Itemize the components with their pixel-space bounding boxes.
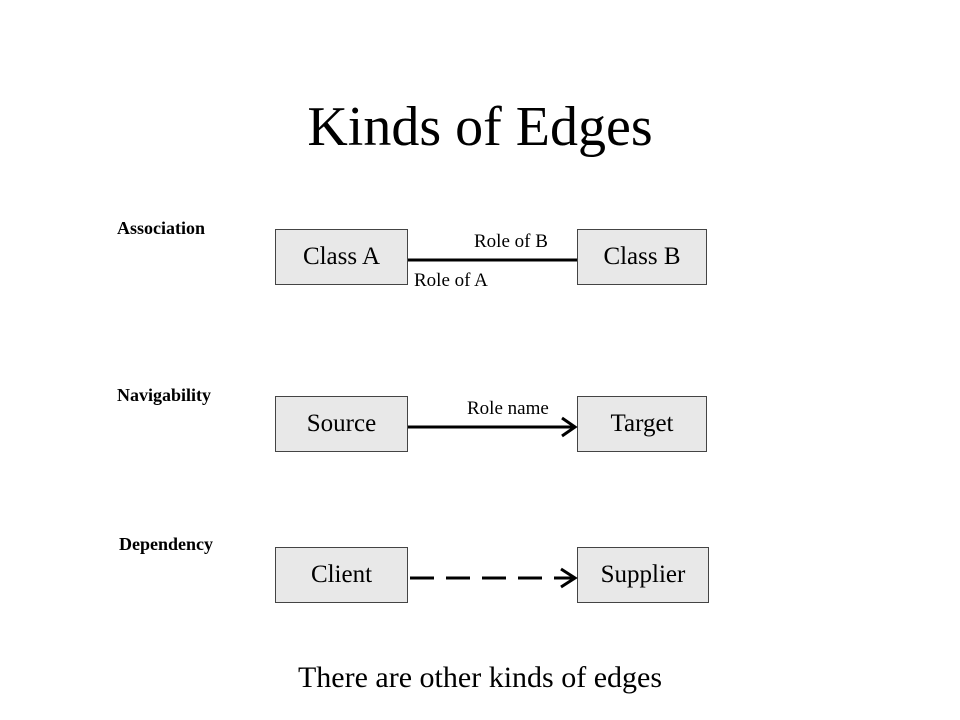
client-box: Client	[275, 547, 408, 603]
dependency-label: Dependency	[119, 534, 213, 554]
source-box: Source	[275, 396, 408, 452]
target-box: Target	[577, 396, 707, 452]
slide-title: Kinds of Edges	[307, 96, 653, 158]
supplier-box: Supplier	[577, 547, 709, 603]
association-label: Association	[117, 218, 206, 238]
footer-note: There are other kinds of edges	[297, 661, 662, 694]
role-of-a-label: Role of A	[414, 270, 488, 291]
dependency-arrowhead	[560, 567, 578, 589]
role-name-label: Role name	[467, 398, 549, 419]
class-b-box: Class B	[577, 229, 707, 285]
class-a-box: Class A	[275, 229, 408, 285]
navigability-arrowhead	[561, 416, 578, 438]
role-of-b-label: Role of B	[474, 231, 548, 252]
navigability-label: Navigability	[117, 385, 212, 405]
